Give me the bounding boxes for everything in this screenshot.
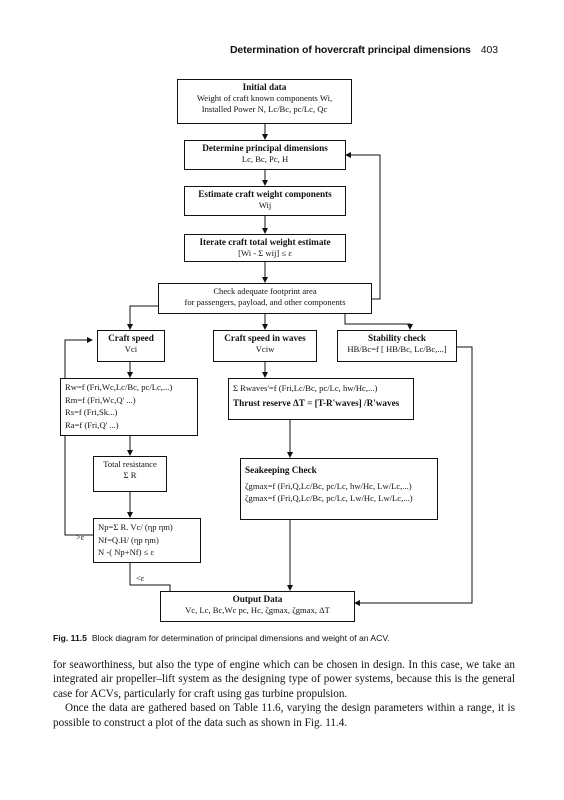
estimate-weight-title: Estimate craft weight components xyxy=(198,189,332,199)
header-title: Determination of hovercraft principal di… xyxy=(229,44,471,56)
initial-data-line-2: Installed Power N, Lc/Bc, pc/Lc, Qc xyxy=(201,104,328,114)
craft-speed-waves-box: Craft speed in waves Vciw xyxy=(213,330,317,362)
seakeeping-formula-1: ζgmax=f (Fri,Q,Lc/Bc, pc/Lc, hw/Hc, Lw/L… xyxy=(245,481,412,491)
initial-data-box: Initial data Weight of craft known compo… xyxy=(177,79,352,124)
resistance-components-box: Rw=f (Fri,Wc,Lc/Bc, pc/Lc,...) Rm=f (Fri… xyxy=(60,378,198,436)
paragraph-1: for seaworthiness, but also the type of … xyxy=(53,659,515,700)
determine-dimensions-title: Determine principal dimensions xyxy=(202,143,328,153)
seakeeping-formula-2: ζgmax=f (Fri,Q,Lc/Bc, pc/Lc, Lw/Hc, Lw/L… xyxy=(245,493,413,503)
total-resistance-box: Total resistance Σ R xyxy=(93,456,167,492)
propulsion-power-formula: Np=Σ R. Vc/ (ηp ηm) xyxy=(98,522,173,532)
paragraph-2: Once the data are gathered based on Tabl… xyxy=(53,702,515,729)
total-resistance-label: Total resistance xyxy=(103,459,157,469)
figure-caption: Fig. 11.5 Block diagram for determination… xyxy=(53,633,523,643)
thrust-reserve-formula: Thrust reserve ΔT = [T-R'waves] /R'waves xyxy=(233,398,400,408)
craft-speed-var: Vci xyxy=(124,344,138,354)
body-text: for seaworthiness, but also the type of … xyxy=(53,658,515,730)
stability-check-box: Stability check HB/Bc=f [ HB/Bc, Lc/Bc,.… xyxy=(337,330,457,362)
check-footprint-line-2: for passengers, payload, and other compo… xyxy=(184,297,346,307)
initial-data-title: Initial data xyxy=(242,82,287,92)
check-footprint-box: Check adequate footprint area for passen… xyxy=(158,283,372,314)
stability-check-title: Stability check xyxy=(368,333,426,343)
determine-dimensions-vars: Lc, Bc, Pc, H xyxy=(241,154,289,164)
power-check-box: Np=Σ R. Vc/ (ηp ηm) Nf=Q.H/ (ηp ηm) N -(… xyxy=(93,518,201,563)
iterate-weight-condition: [Wi - Σ wij] ≤ ε xyxy=(238,248,292,258)
momentum-resistance-formula: Rm=f (Fri,Wc,Q' ...) xyxy=(65,394,136,405)
wave-resistance-formula: Rw=f (Fri,Wc,Lc/Bc, pc/Lc,...) xyxy=(65,382,173,392)
check-footprint-line-1: Check adequate footprint area xyxy=(213,286,317,296)
iterate-weight-title: Iterate craft total weight estimate xyxy=(199,237,331,247)
wave-resistance-box: Σ Rwaves'=f (Fri,Lc/Bc, pc/Lc, hw/Hc,...… xyxy=(228,378,414,420)
craft-speed-title: Craft speed xyxy=(108,333,154,343)
exit-less-epsilon-label: <ε xyxy=(136,573,145,583)
wave-resistance-sum-formula: Σ Rwaves'=f (Fri,Lc/Bc, pc/Lc, hw/Hc,...… xyxy=(233,383,378,393)
loop-greater-epsilon-label: >ε xyxy=(76,532,85,542)
skirt-resistance-formula: Rs=f (Fri,Sk...) xyxy=(65,407,118,417)
total-resistance-symbol: Σ R xyxy=(123,470,137,480)
seakeeping-check-box: Seakeeping Check ζgmax=f (Fri,Q,Lc/Bc, p… xyxy=(240,458,438,520)
iterate-weight-box: Iterate craft total weight estimate [Wi … xyxy=(184,234,346,262)
initial-data-line-1: Weight of craft known components Wi, xyxy=(196,93,333,103)
seakeeping-check-title: Seakeeping Check xyxy=(245,465,317,475)
craft-speed-waves-var: Vciw xyxy=(255,344,275,354)
output-data-box: Output Data Vc, Lc, Bc,Wc pc, Hc, ζgmax,… xyxy=(160,591,355,622)
craft-speed-box: Craft speed Vci xyxy=(97,330,165,362)
output-data-vars: Vc, Lc, Bc,Wc pc, Hc, ζgmax, ζgmax, ΔT xyxy=(185,605,330,615)
estimate-weight-box: Estimate craft weight components Wij xyxy=(184,186,346,216)
figure-label: Fig. 11.5 xyxy=(53,633,87,643)
estimate-weight-var: Wij xyxy=(258,200,272,210)
determine-dimensions-box: Determine principal dimensions Lc, Bc, P… xyxy=(184,140,346,170)
craft-speed-waves-title: Craft speed in waves xyxy=(224,333,306,343)
page-number: 403 xyxy=(480,44,498,56)
output-data-title: Output Data xyxy=(232,594,283,604)
air-resistance-formula: Ra=f (Fri,Q' ...) xyxy=(65,419,119,430)
lift-power-formula: Nf=Q.H/ (ηp ηm) xyxy=(98,534,159,545)
power-balance-condition: N -( Np+Nf) ≤ ε xyxy=(98,547,155,557)
running-header: Determination of hovercraft principal di… xyxy=(230,44,498,56)
figure-caption-text: Block diagram for determination of princ… xyxy=(91,633,390,643)
stability-check-formula: HB/Bc=f [ HB/Bc, Lc/Bc,...] xyxy=(347,344,447,354)
